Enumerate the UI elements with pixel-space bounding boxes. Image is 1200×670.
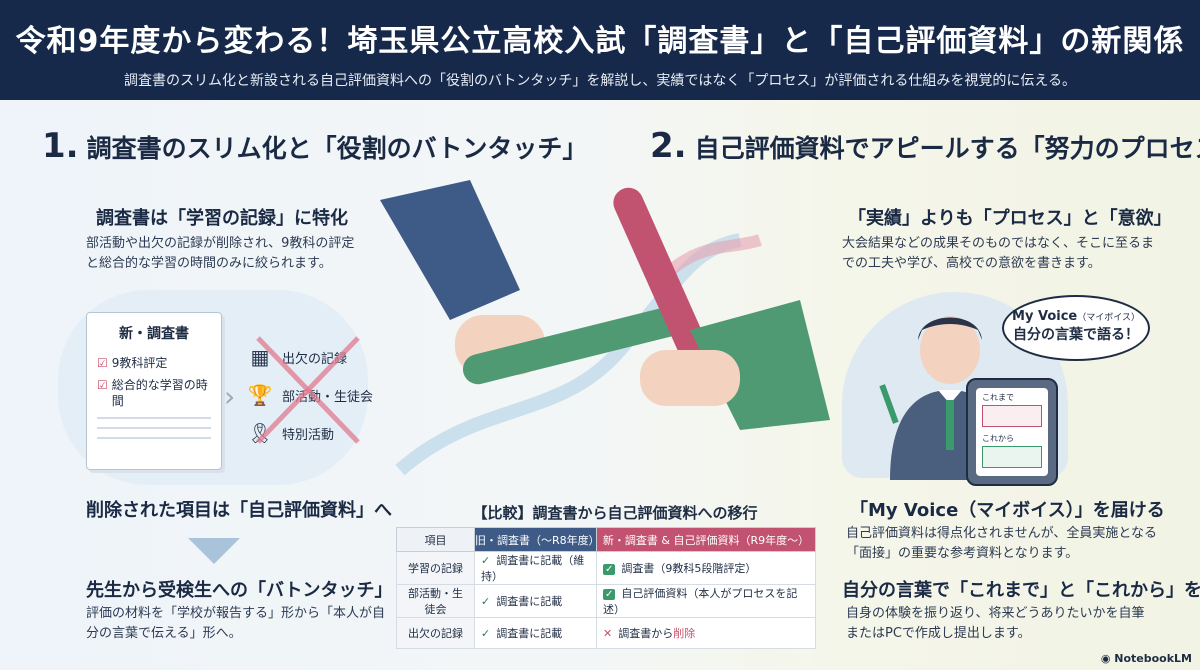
table-header: 項目 [396, 527, 475, 552]
checkbox-icon: ✓ [603, 564, 616, 575]
checkmark-icon: ✓ [481, 554, 491, 567]
checkmark-icon: ✓ [481, 627, 491, 640]
checkmark-icon: ✓ [481, 595, 491, 608]
header-banner: 令和9年度から変わる！埼玉県公立高校入試「調査書」と「自己評価資料」の新関係 調… [0, 0, 1200, 100]
checkbox-icon: ☑ [97, 356, 108, 370]
section-1-title: 1.調査書のスリム化と「役割のバトンタッチ」 [42, 126, 587, 166]
chevron-right-icon: › [224, 380, 236, 413]
table-title: 【比較】調査書から自己評価資料への移行 [472, 504, 758, 522]
row-label: 学習の記録 [396, 551, 475, 585]
table-cell: ✓調査書に記載 [474, 617, 597, 649]
trophy-icon: 🏆 [247, 383, 273, 407]
left-block1-heading: 調査書は「学習の記録」に特化 [96, 208, 348, 229]
table-cell: ✓調査書に記載 [474, 584, 597, 618]
right-block2-heading: 「My Voice（マイボイス）」を届ける [850, 500, 1165, 521]
divider [97, 427, 211, 429]
table-cell: ✓調査書（9教科5段階評定） [596, 551, 816, 585]
section-1-title-text: 調査書のスリム化と「役割のバトンタッチ」 [86, 134, 588, 163]
baton-handoff-illustration [380, 180, 830, 476]
divider [97, 437, 211, 439]
table-row: 学習の記録 ✓調査書に記載（維持） ✓調査書（9教科5段階評定） [396, 551, 816, 585]
tablet-icon: これまで これから [966, 378, 1058, 486]
new-report-document: 新・調査書 ☑ 9教科評定 ☑ 総合的な学習の時間 [86, 312, 222, 470]
cross-icon [256, 336, 360, 444]
doc-item: ☑ 総合的な学習の時間 [97, 378, 208, 408]
notebook-icon: ◉ [1100, 652, 1115, 665]
page-subtitle: 調査書のスリム化と新設される自己評価資料への「役割のバトンタッチ」を解説し、実績… [124, 73, 1076, 89]
cross-icon: ✕ [603, 627, 613, 640]
arrow-down-icon [188, 538, 240, 564]
table-header: 新・調査書 & 自己評価資料（R9年度〜） [596, 527, 816, 552]
right-block2-body: 自己評価資料は得点化されませんが、全員実施となる「面接」の重要な参考資料となりま… [846, 526, 1157, 561]
right-block1-heading: 「実績」よりも「プロセス」と「意欲」 [848, 208, 1172, 229]
row-label: 出欠の記録 [396, 617, 475, 649]
right-block3-heading: 自分の言葉で「これまで」と「これから」を語る [842, 580, 1200, 601]
table-cell: ✓自己評価資料（本人がプロセスを記述） [596, 584, 816, 618]
section-1-number: 1. [42, 126, 79, 166]
table-cell: ✕調査書から削除 [596, 617, 816, 649]
divider [97, 417, 211, 419]
table-row: 部活動・生徒会 ✓調査書に記載 ✓自己評価資料（本人がプロセスを記述） [396, 584, 816, 618]
table-cell: ✓調査書に記載（維持） [474, 551, 597, 585]
doc-title: 新・調査書 [119, 326, 189, 342]
left-block3-heading: 先生から受検生への「バトンタッチ」 [86, 580, 393, 601]
right-block1-body: 大会結果などの成果そのものではなく、そこに至るまでの工夫や学び、高校での意欲を書… [842, 236, 1155, 271]
table-header: 旧・調査書（〜R8年度） [474, 527, 600, 552]
doc-item: ☑ 9教科評定 [97, 356, 168, 370]
comparison-table: 項目 旧・調査書（〜R8年度） 新・調査書 & 自己評価資料（R9年度〜） 学習… [396, 527, 816, 649]
left-block2-heading: 削除された項目は「自己評価資料」へ [86, 500, 392, 521]
calendar-icon: ▦ [250, 345, 270, 369]
right-block3-body: 自身の体験を振り返り、将来どうありたいかを自筆またはPCで作成し提出します。 [846, 606, 1145, 641]
page-title: 令和9年度から変わる！埼玉県公立高校入試「調査書」と「自己評価資料」の新関係 [15, 24, 1185, 59]
section-2-title-text: 自己評価資料でアピールする「努力のプロセス」 [694, 134, 1200, 163]
checkbox-icon: ✓ [603, 589, 616, 600]
row-label: 部活動・生徒会 [396, 584, 475, 618]
left-block1-body: 部活動や出欠の記録が削除され、9教科の評定と総合的な学習の時間のみに絞られます。 [86, 236, 355, 271]
table-header-row: 項目 旧・調査書（〜R8年度） 新・調査書 & 自己評価資料（R9年度〜） [396, 527, 816, 552]
section-2-title: 2.自己評価資料でアピールする「努力のプロセス」 [650, 126, 1200, 166]
speech-bubble: My Voice（マイボイス） 自分の言葉で語る！ [1002, 295, 1150, 361]
brand-logo: ◉ NotebookLM [1100, 652, 1192, 665]
table-row: 出欠の記録 ✓調査書に記載 ✕調査書から削除 [396, 617, 816, 649]
section-2-number: 2. [650, 126, 687, 166]
checkbox-icon: ☑ [97, 378, 108, 392]
left-block3-body: 評価の材料を「学校が報告する」形から「本人が自分の言葉で伝える」形へ。 [86, 606, 386, 641]
